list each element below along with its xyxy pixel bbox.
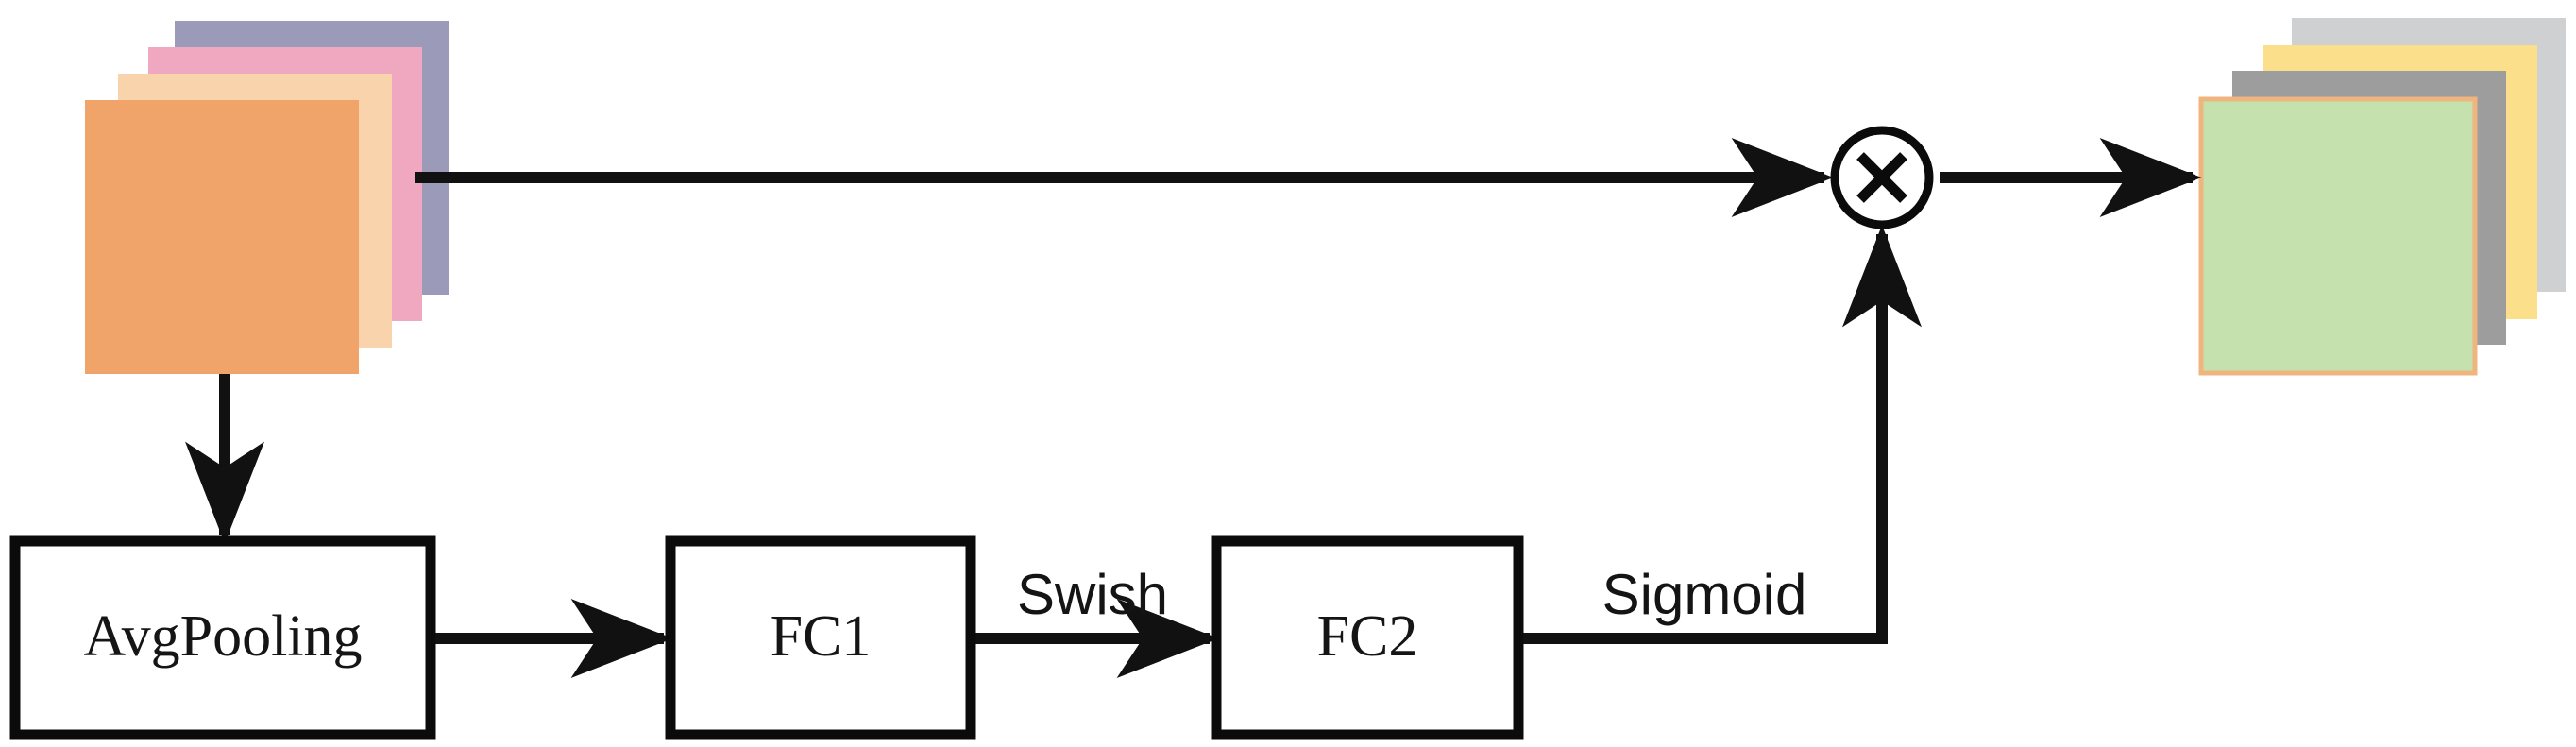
- input-layer-front: [85, 100, 359, 374]
- avgpooling-box-label: AvgPooling: [83, 604, 362, 669]
- fc2-to-multiply-arrow: [1518, 225, 1922, 644]
- sigmoid-label: Sigmoid: [1602, 563, 1807, 626]
- fc2-box[interactable]: FC2: [1211, 535, 1524, 740]
- swish-label: Swish: [1017, 563, 1168, 626]
- multiply-cross-stroke-b: [1856, 152, 1907, 203]
- output-layer-front: [2198, 96, 2478, 376]
- multiply-node[interactable]: [1830, 126, 1934, 229]
- fc2-box-frame: [1211, 535, 1524, 740]
- fc1-box[interactable]: FC1: [665, 535, 976, 740]
- fc2-box-label: FC2: [1317, 604, 1418, 669]
- avgpooling-box[interactable]: AvgPooling: [9, 535, 436, 740]
- input-feature-map: [85, 21, 449, 374]
- fc1-box-frame: [665, 535, 976, 740]
- fc1-box-label: FC1: [771, 604, 872, 669]
- output-feature-map: [2198, 18, 2566, 376]
- avgpooling-box-frame: [9, 535, 436, 740]
